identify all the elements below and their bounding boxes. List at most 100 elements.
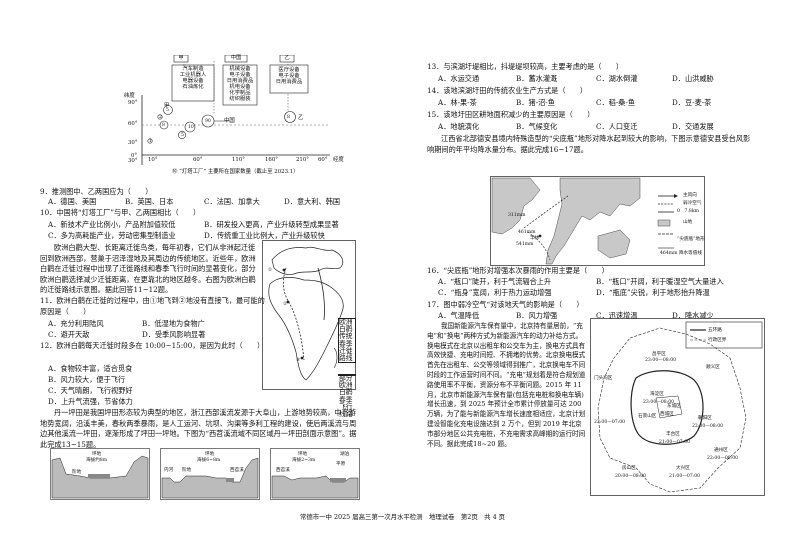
q13-option-c[interactable]: C．湖水倒灌 [596,74,638,83]
page-footer: 常德市一中 2025 届高三第一次月水平检测 地理试卷 第2页 共 4 页 [300,513,506,521]
section3-peak: 平原 [336,462,346,467]
q15-option-d[interactable]: D．交通发展 [672,122,714,131]
q9-option-b[interactable]: B．英国、日本 [125,197,174,206]
q9-option-a[interactable]: A．德国、美国 [48,197,97,206]
q16-option-d[interactable]: D．“瓶底”尖锐，利于地形抬升降温 [596,288,710,297]
district-time: 23:00—08:00 [643,400,675,405]
q13-option-b[interactable]: B．蓄水灌溉 [516,74,558,83]
section2-label: 海拔6~8m [197,458,221,463]
point-num: 8 [287,115,290,120]
district-name: 海淀区 [650,392,664,397]
q10-option-b[interactable]: B．研发投入更高，产业升级转型成果显著 [204,220,339,229]
section2-peak: 西苕溪 [230,468,244,473]
point-num: 8 [162,123,165,128]
q14-option-c[interactable]: C．稻-桑-鱼 [596,98,636,107]
legend-bottle: “尖底瓶”地形 [677,237,705,242]
x-unit: 经度 [333,157,344,163]
district-name: 门头沟区 [594,376,613,381]
q12-option-b[interactable]: B．风力较大，便于飞行 [48,375,126,384]
point-num: 5 [166,108,169,113]
legend-isohyet: 464mm 降水等值线 [660,251,702,256]
q16-stem: 16．“尖底瓶”地形对增强本次暴雨的作用主要是（ ） [427,266,609,275]
box-item: 工业机器人 [179,72,207,78]
q13-option-a[interactable]: A．水运交通 [438,74,480,83]
box-item: 电子设备 [278,73,300,79]
q11-option-d[interactable]: D．受季风影响显著 [142,330,206,339]
point-label: 乙 [298,115,304,121]
q15-option-c[interactable]: C．人口变迁 [596,122,638,131]
q17-option-b[interactable]: B．风力增强 [516,311,558,320]
q13-option-d[interactable]: D．山洪威胁 [672,74,714,83]
x-tick: 60° [193,157,203,163]
q14-option-d[interactable]: D．豆-麦-茶 [672,98,712,107]
q15-stem: 15．该地圩田区耕地面积减少的主要原因是（ ） [427,110,595,119]
cross-section-3 [270,448,360,500]
q9-option-c[interactable]: C．法国、加拿大 [204,197,260,206]
iso-label: 461mm [518,230,536,235]
point-label: 甲 [164,103,170,109]
district-time: 22:00—08:00 [707,456,739,461]
q9-option-d[interactable]: D．意大利、韩国 [284,197,341,206]
map-legend-partial: 部分欧洲白鹳春季飞行线路 [338,374,356,418]
x-tick: 160° [265,157,278,163]
box-title-china: 中国 [230,55,242,61]
section2-label: 阶地 [182,468,192,473]
q15-option-b[interactable]: B．气候变化 [516,122,558,131]
q17-stem: 17．图中弱冷空气“对该地天气的影响是（ ） [427,300,584,309]
passage-beijing: 我国新能源汽车保有量中，北京持有量居前，“充电”和“换电”两种方式为新能源汽车的… [427,322,586,448]
q14-option-b[interactable]: B．猪-沼-鱼 [516,98,555,107]
y-tick: 30° [128,158,138,164]
passage-tangtian: 丹一坪田是我国坪田形态较为典型的地区，浙江西部溪流发源于大阜山，上游地势较高，中… [40,408,357,449]
q17-option-d[interactable]: D．降水减少 [672,311,714,320]
q10-option-c[interactable]: C．多为高耗能产业，劳动密集型制造业 [48,231,176,240]
q10-option-d[interactable]: D．传统重工业比例大，产业升级较快 [204,231,325,240]
box-item: 电器设备 [182,78,204,84]
district-name: 朝阳区 [698,416,712,421]
district-time: 21:00—07:00 [669,474,701,479]
q15-option-a[interactable]: A．地貌演化 [438,122,480,131]
q16-option-c[interactable]: C．“瓶身”宽阔，利于热力运动增强 [438,288,552,297]
q17-option-c[interactable]: C．迅速增温 [596,311,638,320]
x-tick: 210° [296,157,309,163]
q11-option-c[interactable]: C．避开天敌 [48,330,90,339]
point-num: 5 [181,133,184,138]
q14-option-a[interactable]: A．林-果-茶 [438,98,477,107]
district-name: 通州区 [714,448,728,453]
box-item: 机电设备 [229,84,251,90]
q12-option-c[interactable]: C．天气晴朗，飞行视野好 [48,386,133,395]
section1-label: 坪地 [92,452,102,457]
passage-storks: 欧洲白鹳大型、长距离迁徙鸟类，每年初春，它们从非洲起迁徙回到欧洲西部，营巢于沼泽… [40,243,256,295]
y-tick: 0° [131,153,138,159]
district-name: 丰台区 [666,432,680,437]
x-tick: 60° [318,157,328,163]
legend-wind: 主风向 [683,193,697,198]
q12-option-d[interactable]: D．上升气流强，节省体力 [48,397,133,406]
district-time: 23:00—08:00 [645,358,677,363]
q10-option-a[interactable]: A．新技术产业比例小，产品附加值较低 [48,220,176,229]
point-label: 中国 [224,118,235,124]
district-time: 22:00—08:00 [692,424,724,429]
q10-stem: 10．中国将“灯塔工厂”与甲、乙两国相比（ ） [40,208,201,217]
q17-option-a[interactable]: A．气温降低 [438,311,480,320]
q11-stem: 11．欧洲白鹳在迁徙的过程中，由①地飞到②地没有直接飞，最可能的原因是（ ） [40,296,265,316]
q12-option-a[interactable]: A．食物较丰富，适合觅食 [48,364,133,373]
map-mark-2: ② [283,302,288,307]
iso-label: 541mm [516,242,534,247]
section3-label: 坪地 [298,452,308,457]
box-item: 汽车制造 [182,66,204,72]
box-item: 机械设备 [229,66,251,72]
q9-stem: 9．推测图中、乙两国应为（ ） [40,187,153,196]
section3-peak: 西苕溪 [276,468,290,473]
q11-option-a[interactable]: A．充分利用陆风 [48,319,104,328]
q16-option-b[interactable]: B．“瓶口”开阔，利于暖湿空气大量进入 [596,277,724,286]
q11-option-b[interactable]: B．低湿地为食物广 [142,319,205,328]
map-mark-1: ① [268,268,273,273]
district-name: 石景山区 [638,414,657,419]
legend-cold-air: 弱冷空气 [683,201,702,206]
factory-chart [141,55,330,165]
box-item: 日用消费品 [275,79,303,85]
section3-label: 海拔2~3m [292,458,316,463]
section1-label: 海拔约8m [86,458,108,463]
q16-option-a[interactable]: A．“瓶口”陡开，利于气流辐合上升 [438,277,552,286]
map-mark-3: ③ [296,358,301,363]
